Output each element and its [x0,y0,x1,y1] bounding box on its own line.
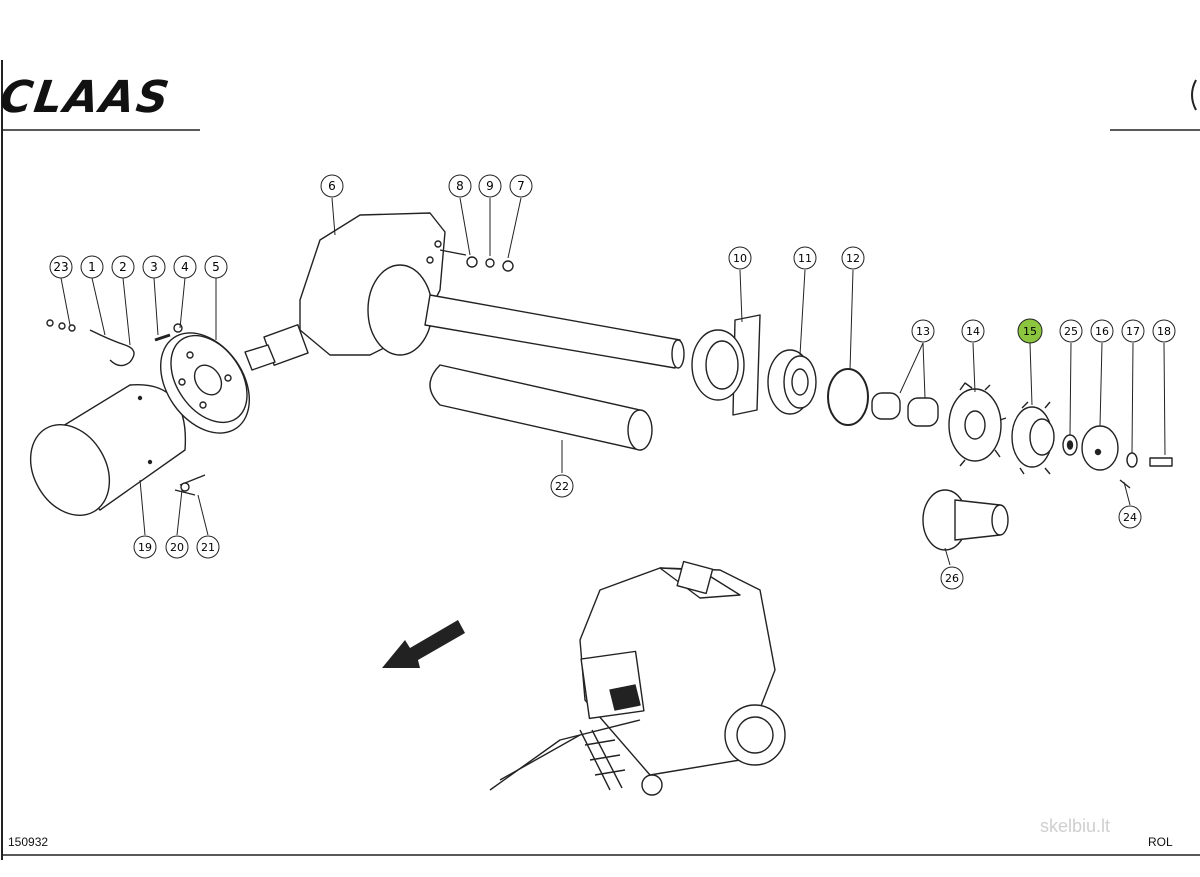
callout-22: 22 [550,474,574,498]
part-sprocket-large [948,382,1007,467]
part-sprocket-small [1011,401,1055,475]
baler-machine-illustration [489,560,786,796]
svg-text:16: 16 [1095,325,1109,338]
svg-text:20: 20 [170,541,184,554]
part-gearbox [244,212,467,371]
svg-text:25: 25 [1064,325,1078,338]
callout-13: 13 [911,319,935,343]
svg-text:14: 14 [966,325,980,338]
callout-23: 23 [49,255,73,279]
callout-19: 19 [133,535,157,559]
svg-text:17: 17 [1126,325,1140,338]
svg-text:24: 24 [1123,511,1137,524]
svg-text:6: 6 [328,179,336,193]
svg-text:8: 8 [456,179,464,193]
svg-text:9: 9 [486,179,494,193]
drawing-number: 150932 [8,835,48,849]
footer-code: ROL [1148,835,1173,849]
svg-text:15: 15 [1023,325,1037,338]
watermark: skelbiu.lt [1040,816,1110,836]
callout-5: 5 [204,255,228,279]
callout-24: 24 [1118,505,1142,529]
part-bolt-set-right [1119,452,1173,489]
part-cover [29,384,187,516]
svg-text:7: 7 [517,179,525,193]
part-bushings [871,392,939,427]
callout-8: 8 [448,174,472,198]
parts-drawing [29,212,1173,796]
svg-text:11: 11 [798,252,812,265]
svg-text:13: 13 [916,325,930,338]
callout-14: 14 [961,319,985,343]
svg-text:10: 10 [733,252,747,265]
part-tube [429,364,653,451]
svg-text:12: 12 [846,252,860,265]
part-fasteners-top [466,256,514,272]
callout-1: 1 [80,255,104,279]
svg-text:26: 26 [945,572,959,585]
callout-25: 25 [1059,319,1083,343]
callout-4: 4 [173,255,197,279]
svg-text:22: 22 [555,480,569,493]
svg-text:2: 2 [119,260,127,274]
brand-logo: CLAAS [0,72,174,123]
leader-lines [60,197,1166,566]
callout-17: 17 [1121,319,1145,343]
callout-3: 3 [142,255,166,279]
callout-21: 21 [196,535,220,559]
callout-11: 11 [793,246,817,270]
part-sprocket-hub [922,489,1009,551]
frame [1,60,1200,860]
callout-2: 2 [111,255,135,279]
part-flange-plate [159,332,251,434]
svg-text:18: 18 [1157,325,1171,338]
callout-10: 10 [728,246,752,270]
direction-arrow [382,620,465,668]
callout-labels: 23 1 2 3 4 5 6 8 9 7 10 11 12 13 14 15 2… [49,174,1176,590]
part-end-cap [1081,425,1119,471]
callout-7: 7 [509,174,533,198]
svg-text:23: 23 [53,260,68,274]
svg-text:5: 5 [212,260,220,274]
callout-15-highlighted[interactable]: 15 [1017,318,1043,344]
svg-text:1: 1 [88,260,96,274]
part-circlip [827,368,869,426]
part-washer [1062,434,1078,456]
callout-18: 18 [1152,319,1176,343]
part-bearing [767,349,817,415]
callout-12: 12 [841,246,865,270]
svg-text:3: 3 [150,260,158,274]
callout-16: 16 [1090,319,1114,343]
callout-20: 20 [165,535,189,559]
svg-text:4: 4 [181,260,189,274]
part-bearing-housing [691,314,761,416]
callout-26: 26 [940,566,964,590]
part-drive-shaft [424,294,685,369]
svg-text:19: 19 [138,541,152,554]
callout-9: 9 [478,174,502,198]
svg-text:21: 21 [201,541,215,554]
callout-6: 6 [320,174,344,198]
